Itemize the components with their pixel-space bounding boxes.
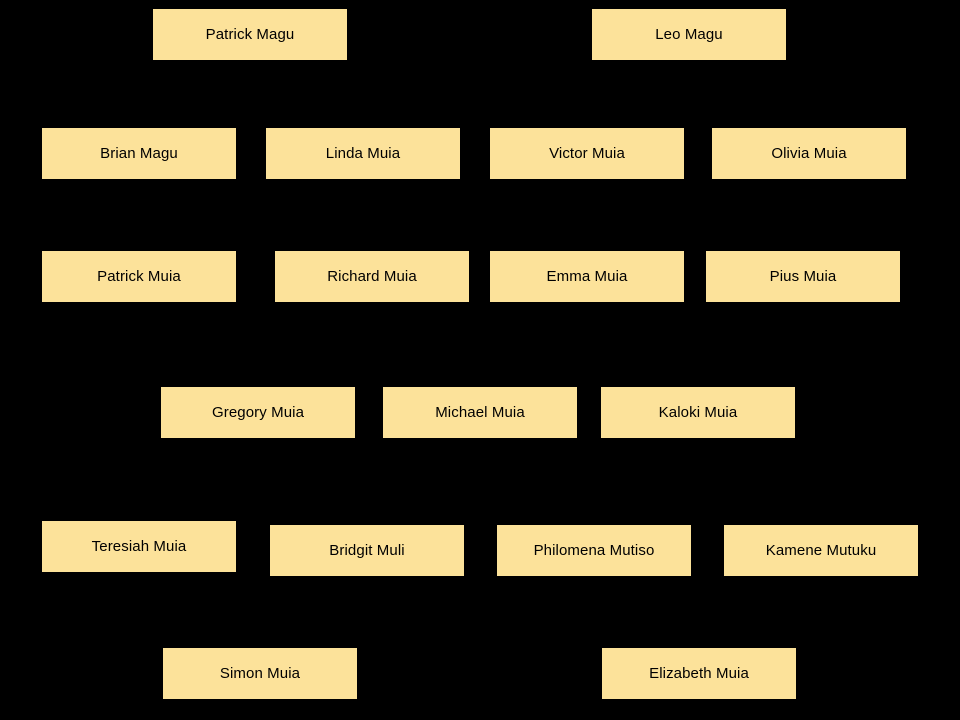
node-leo-magu[interactable]: Leo Magu (592, 9, 786, 60)
node-label: Patrick Muia (97, 268, 181, 285)
node-label: Richard Muia (327, 268, 417, 285)
node-label: Olivia Muia (771, 145, 847, 162)
node-teresiah-muia[interactable]: Teresiah Muia (42, 521, 236, 572)
node-label: Leo Magu (655, 26, 723, 43)
node-linda-muia[interactable]: Linda Muia (266, 128, 460, 179)
edge-connector (478, 275, 486, 277)
node-label: Elizabeth Muia (649, 665, 749, 682)
node-label: Kamene Mutuku (765, 542, 877, 559)
node-victor-muia[interactable]: Victor Muia (490, 128, 684, 179)
node-olivia-muia[interactable]: Olivia Muia (712, 128, 906, 179)
node-patrick-magu[interactable]: Patrick Magu (153, 9, 347, 60)
node-gregory-muia[interactable]: Gregory Muia (161, 387, 355, 438)
node-label: Teresiah Muia (91, 538, 187, 555)
node-label: Gregory Muia (211, 404, 305, 421)
node-simon-muia[interactable]: Simon Muia (163, 648, 357, 699)
node-label: Linda Muia (325, 145, 401, 162)
node-label: Emma Muia (546, 268, 628, 285)
node-brian-magu[interactable]: Brian Magu (42, 128, 236, 179)
node-pius-muia[interactable]: Pius Muia (706, 251, 900, 302)
node-richard-muia[interactable]: Richard Muia (275, 251, 469, 302)
node-michael-muia[interactable]: Michael Muia (383, 387, 577, 438)
node-label: Michael Muia (435, 404, 525, 421)
node-bridgit-muli[interactable]: Bridgit Muli (270, 525, 464, 576)
node-patrick-muia[interactable]: Patrick Muia (42, 251, 236, 302)
node-label: Philomena Mutiso (533, 542, 655, 559)
node-philomena-mutiso[interactable]: Philomena Mutiso (497, 525, 691, 576)
node-kamene-mutuku[interactable]: Kamene Mutuku (724, 525, 918, 576)
node-label: Kaloki Muia (658, 404, 738, 421)
node-label: Bridgit Muli (329, 542, 405, 559)
node-kaloki-muia[interactable]: Kaloki Muia (601, 387, 795, 438)
node-elizabeth-muia[interactable]: Elizabeth Muia (602, 648, 796, 699)
node-label: Brian Magu (100, 145, 178, 162)
node-emma-muia[interactable]: Emma Muia (490, 251, 684, 302)
node-label: Victor Muia (549, 145, 625, 162)
node-label: Patrick Magu (205, 26, 295, 43)
node-label: Simon Muia (219, 665, 301, 682)
node-label: Pius Muia (769, 268, 837, 285)
edge-connector (258, 152, 266, 154)
edge-connector (590, 672, 598, 674)
